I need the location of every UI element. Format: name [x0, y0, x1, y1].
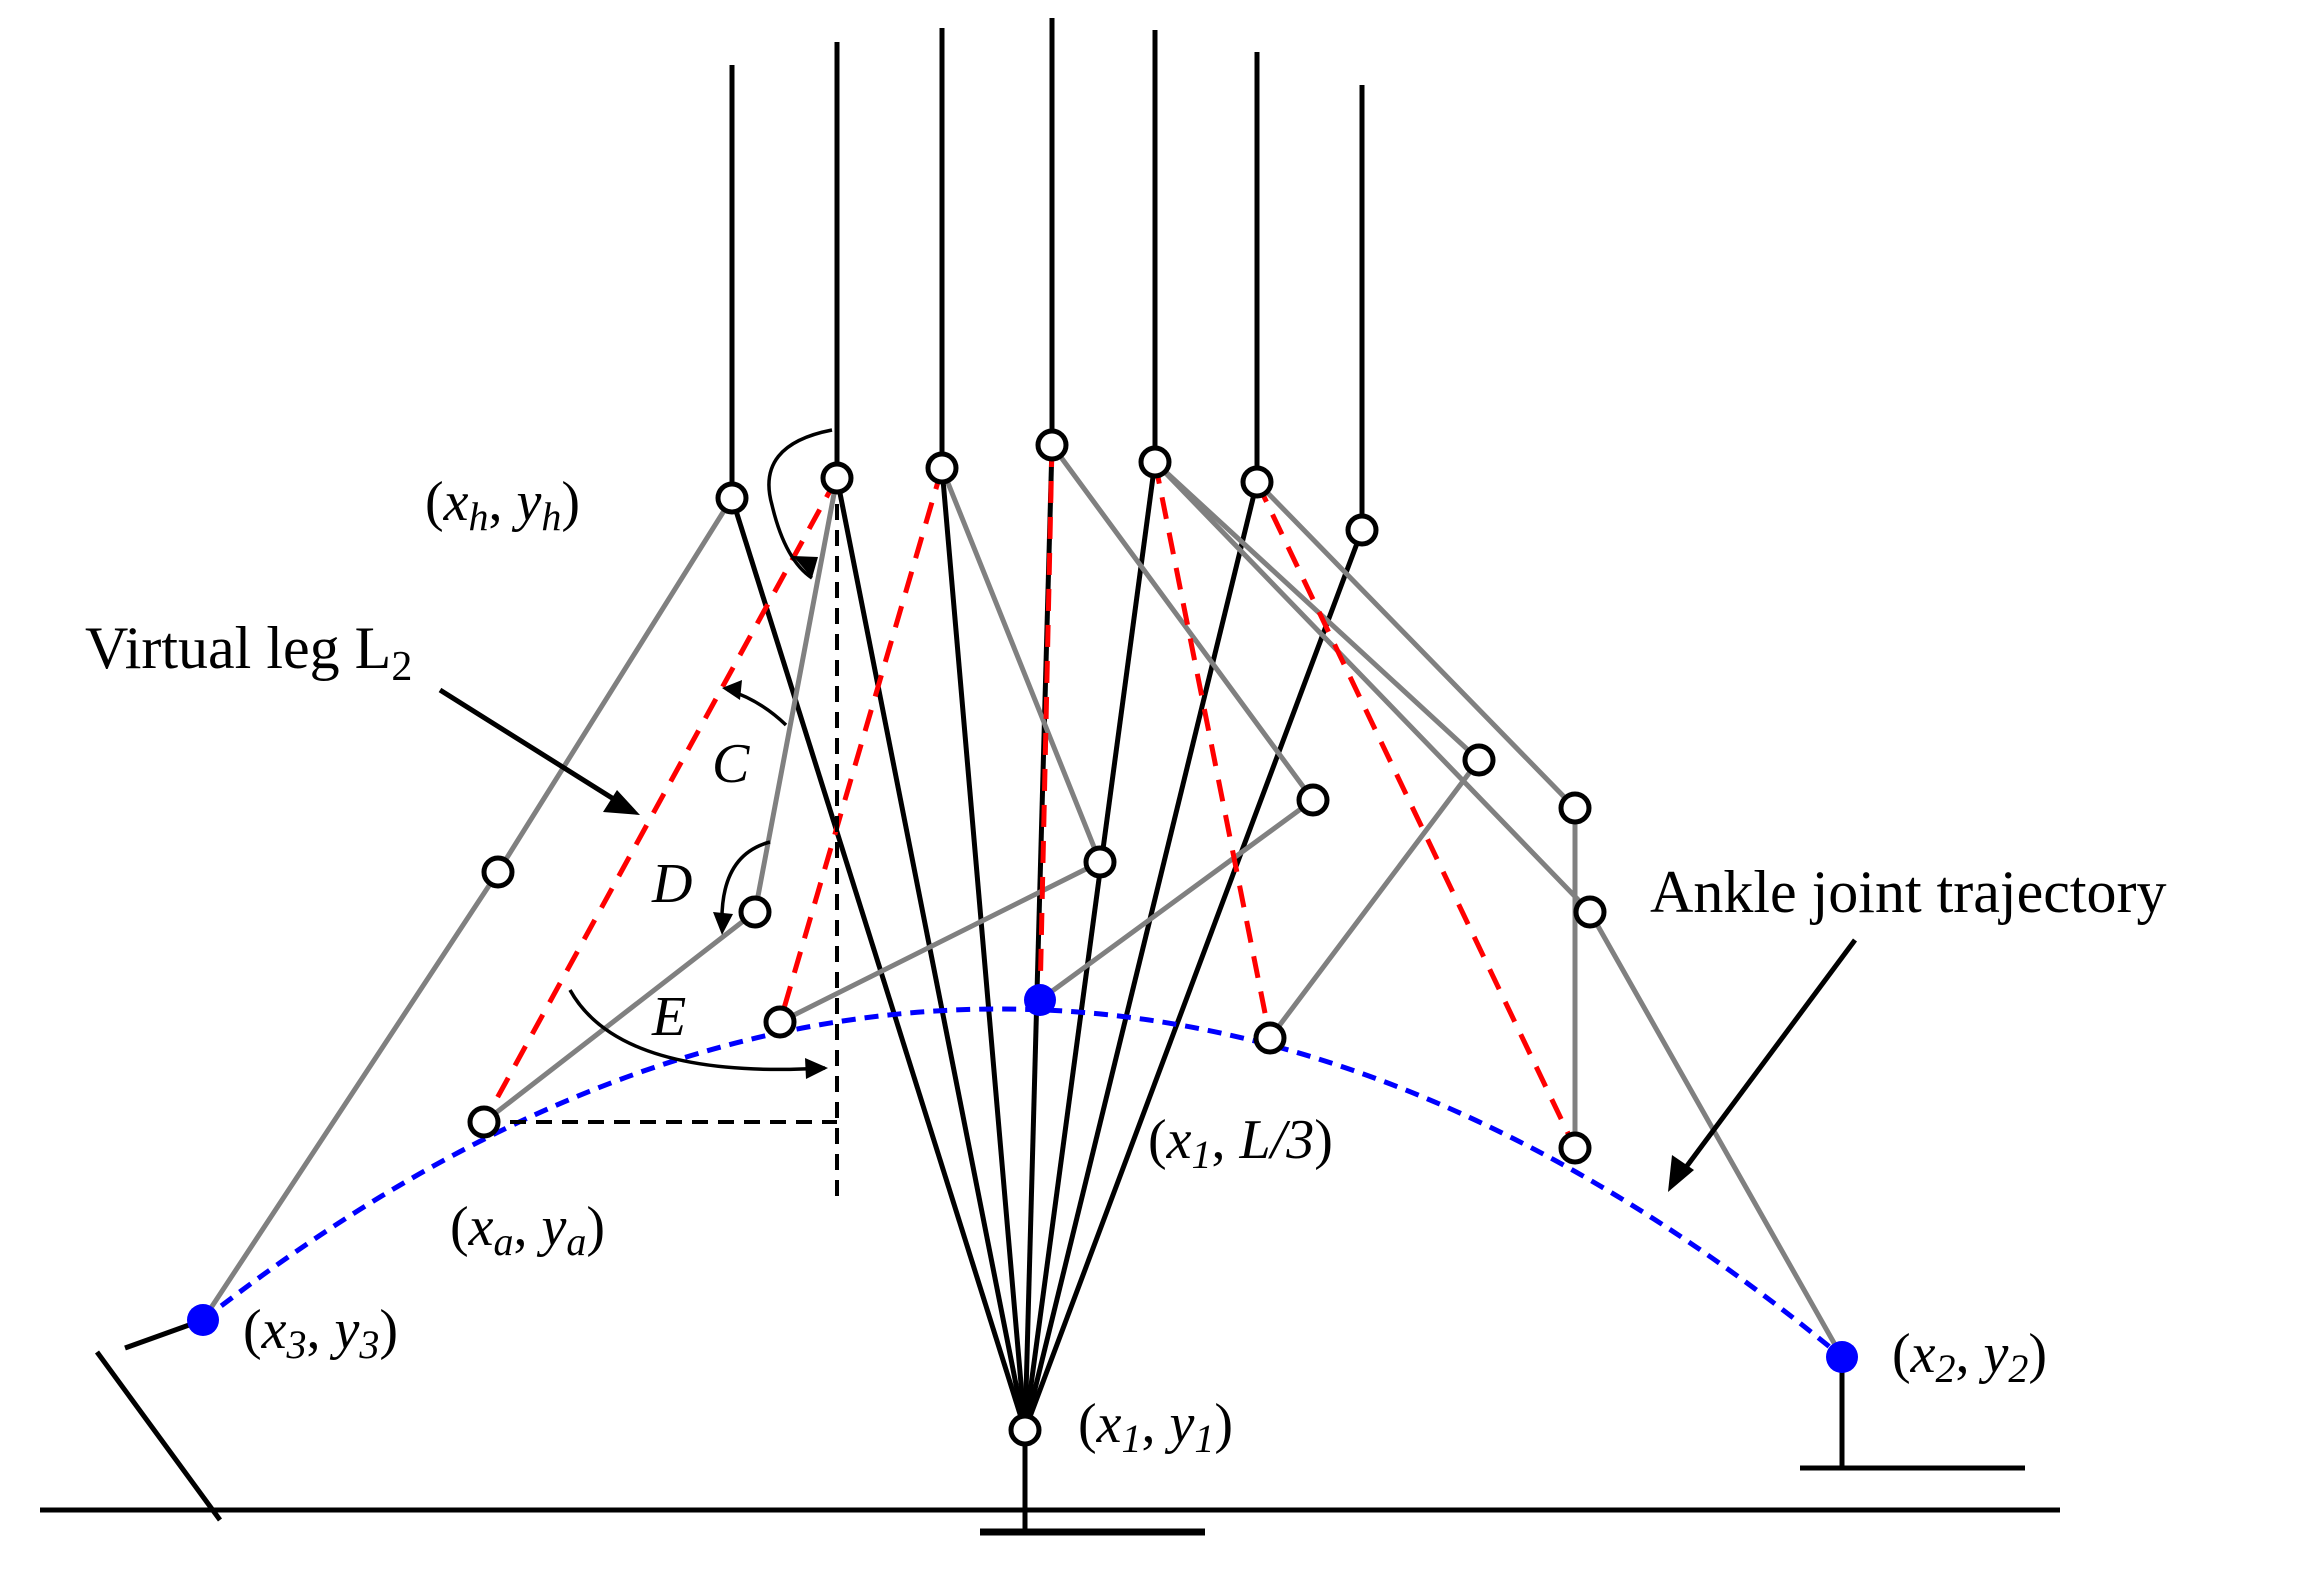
trunks [729, 18, 1365, 530]
reference-lines [484, 478, 839, 1205]
angle-E-label: E [651, 986, 686, 1048]
point-1-label: (x1, y1) [1078, 1393, 1233, 1461]
angle-arrowheads [713, 556, 828, 1079]
pointer-arrows [438, 687, 1858, 1180]
front-foot [1800, 1357, 2025, 1471]
angle-arcs [568, 428, 833, 1072]
point-L3-label: (x1, L/3) [1148, 1109, 1333, 1177]
angle-C-label: C [712, 733, 750, 795]
virtual-legs [481, 444, 1578, 1150]
stance-foot [980, 1430, 1205, 1536]
ankle-trajectory-label: Ankle joint trajectory [1650, 859, 2167, 925]
key-points [187, 984, 1858, 1373]
virtual-leg-label: Virtual leg L2 [85, 615, 412, 690]
pointer-arrowheads [603, 790, 1694, 1192]
point-x2-y2 [1826, 1341, 1858, 1373]
joints [467, 428, 1607, 1447]
point-2-label: (x2, y2) [1892, 1323, 2047, 1391]
ankle-a-label: (xa, ya) [450, 1196, 605, 1264]
rear-foot [94, 1317, 223, 1522]
point-x1-L3 [1024, 984, 1056, 1016]
point-3-label: (x3, y3) [243, 1299, 398, 1367]
point-x3-y3 [187, 1304, 219, 1336]
angle-D-label: D [651, 853, 692, 915]
ankle-trajectory-curve [201, 1006, 1844, 1359]
hip-label: (xh, yh) [425, 471, 580, 539]
